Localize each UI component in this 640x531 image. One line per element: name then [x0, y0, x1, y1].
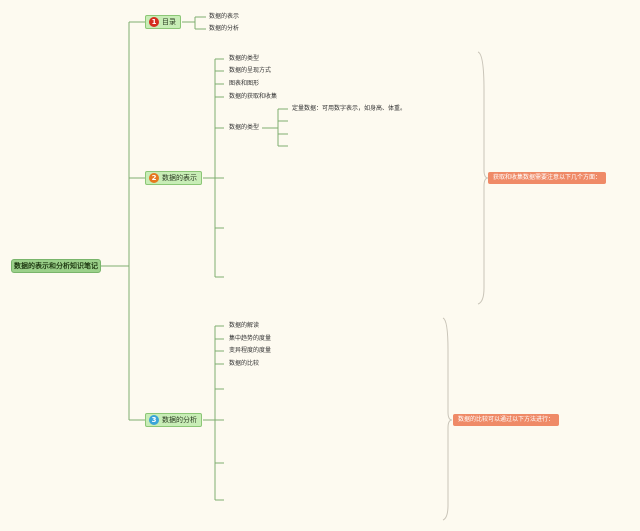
- topic-charts[interactable]: 图表和图形: [229, 80, 260, 87]
- subtopic-quantitative[interactable]: 定量数据：可用数字表示，如身高、体重。: [292, 105, 407, 112]
- summary-brace-3: [442, 317, 453, 521]
- number-badge-icon: 2: [149, 173, 159, 183]
- topic-data-types[interactable]: 数据的类型: [229, 55, 260, 62]
- summary-comparison[interactable]: 数据的比较可以通过以下方法进行：: [453, 414, 560, 426]
- topic-comparison[interactable]: 数据的比较: [229, 360, 260, 367]
- summary-collection[interactable]: 获取和收集数据需要注意以下几个方面：: [488, 172, 607, 184]
- topic-central-tendency[interactable]: 集中趋势的度量: [229, 335, 272, 342]
- topic-collection[interactable]: 数据的获取和收集: [229, 93, 278, 100]
- branch-label: 数据的表示: [162, 174, 197, 182]
- branch-label: 数据的分析: [162, 416, 197, 424]
- topic-presentation[interactable]: 数据的呈现方式: [229, 67, 272, 74]
- branch-toc[interactable]: 1 目录: [145, 15, 181, 29]
- number-badge-icon: 3: [149, 415, 159, 425]
- topic-interpretation[interactable]: 数据的解读: [229, 322, 260, 329]
- summary-brace-2: [477, 51, 489, 305]
- branch-label: 目录: [162, 18, 176, 26]
- toc-item-representation[interactable]: 数据的表示: [209, 13, 240, 20]
- root-topic[interactable]: 数据的表示和分析知识笔记: [11, 259, 101, 273]
- branch-representation[interactable]: 2 数据的表示: [145, 171, 202, 185]
- topic-data-types-2[interactable]: 数据的类型: [229, 124, 260, 131]
- topic-variability[interactable]: 变异程度的度量: [229, 347, 272, 354]
- branch-analysis[interactable]: 3 数据的分析: [145, 413, 202, 427]
- toc-item-analysis[interactable]: 数据的分析: [209, 25, 240, 32]
- number-badge-icon: 1: [149, 17, 159, 27]
